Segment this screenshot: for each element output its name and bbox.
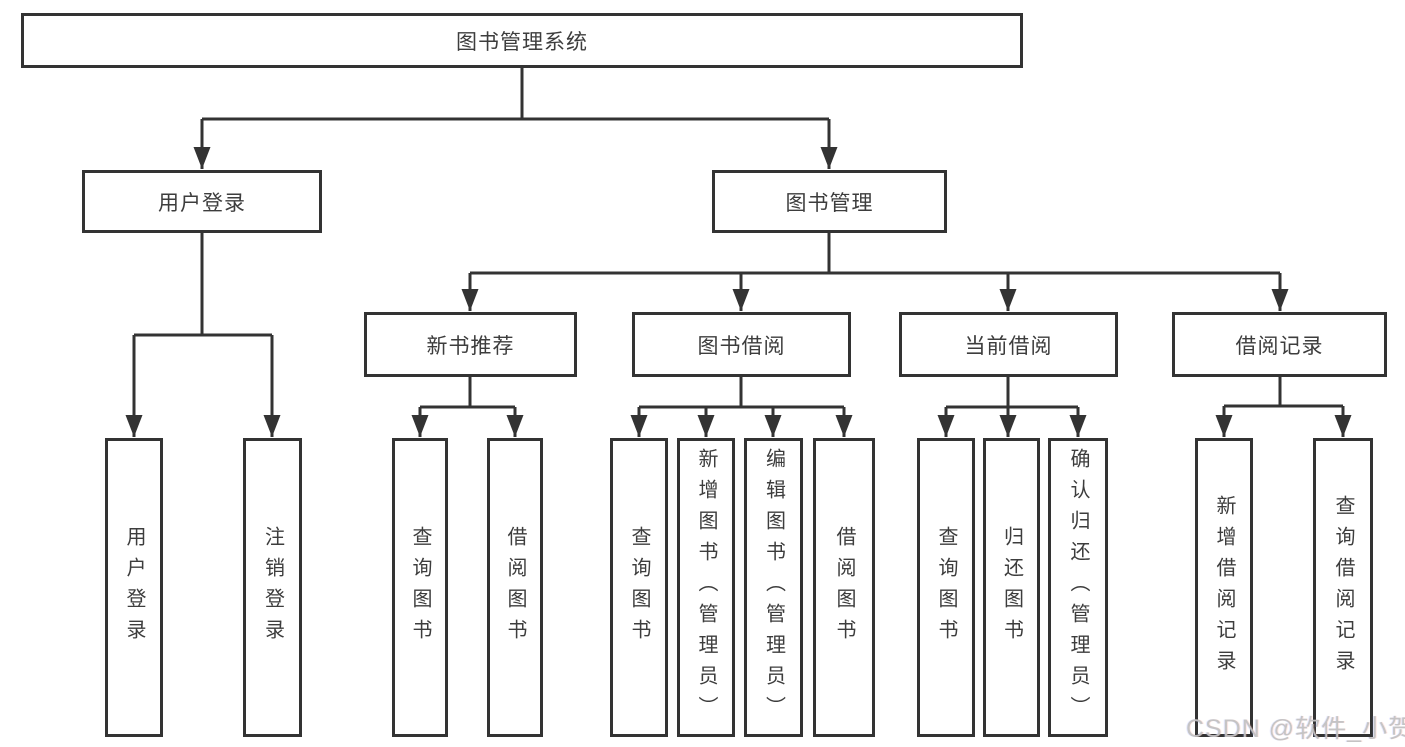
node-label: 新书推荐 — [426, 334, 515, 358]
node-label: 图书管理系统 — [456, 30, 588, 54]
node-borrowing-records: 借阅记录 — [1172, 312, 1387, 377]
node-add-borrowing-record: 新增借阅记录 — [1195, 438, 1253, 737]
connectors — [125, 68, 1352, 437]
node-query-books-recommend: 查询图书 — [392, 438, 448, 737]
node-user-login-action: 用户登录 — [105, 438, 163, 737]
node-current-borrowing: 当前借阅 — [899, 312, 1118, 377]
node-library-management-system: 图书管理系统 — [21, 13, 1023, 68]
node-label: 查询图书 — [628, 525, 650, 650]
node-logout-action: 注销登录 — [243, 438, 302, 737]
node-confirm-return-admin: 确认归还（管理员） — [1048, 438, 1108, 737]
node-label: 图书管理 — [785, 191, 874, 215]
node-query-borrowing-record: 查询借阅记录 — [1313, 438, 1373, 737]
node-label: 编辑图书（管理员） — [762, 448, 785, 727]
node-borrow-books-recommend: 借阅图书 — [487, 438, 543, 737]
node-label: 借阅图书 — [504, 525, 526, 650]
node-book-borrowing: 图书借阅 — [632, 312, 851, 377]
node-label: 用户登录 — [158, 191, 246, 215]
node-query-books-borrowing: 查询图书 — [610, 438, 668, 737]
node-label: 借阅图书 — [833, 525, 855, 650]
node-label: 当前借阅 — [964, 334, 1053, 358]
node-new-book-recommendation: 新书推荐 — [364, 312, 577, 377]
node-label: 查询图书 — [409, 525, 431, 650]
node-label: 归还图书 — [1000, 525, 1023, 650]
node-label: 用户登录 — [123, 525, 145, 650]
node-label: 查询借阅记录 — [1332, 494, 1354, 681]
node-label: 借阅记录 — [1235, 334, 1324, 358]
node-return-books: 归还图书 — [983, 438, 1040, 737]
node-book-management: 图书管理 — [712, 170, 947, 233]
node-borrow-books-borrowing: 借阅图书 — [813, 438, 875, 737]
node-label: 新增借阅记录 — [1213, 494, 1235, 681]
node-label: 图书借阅 — [697, 334, 786, 358]
node-label: 注销登录 — [261, 525, 284, 650]
node-query-books-current: 查询图书 — [917, 438, 975, 737]
node-label: 新增图书（管理员） — [695, 448, 717, 727]
node-label: 查询图书 — [935, 525, 957, 650]
node-user-login: 用户登录 — [82, 170, 322, 233]
node-label: 确认归还（管理员） — [1067, 448, 1089, 727]
node-edit-books-admin: 编辑图书（管理员） — [744, 438, 803, 737]
node-add-books-admin: 新增图书（管理员） — [677, 438, 735, 737]
